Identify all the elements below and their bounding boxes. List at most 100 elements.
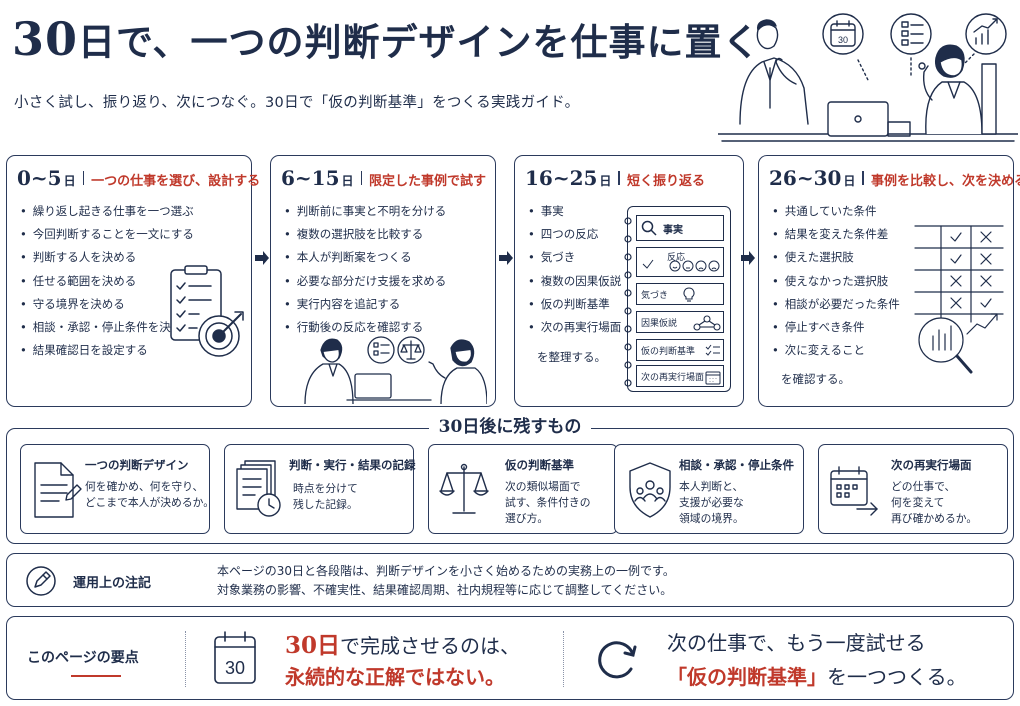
list-item: 繰り返し起きる仕事を一つ選ぶ — [20, 200, 194, 223]
summary-left-text: で完成させるのは、 — [340, 634, 521, 658]
svg-text:30: 30 — [838, 35, 848, 45]
arrow-right-icon — [741, 251, 755, 265]
calendar-icon: 30 — [822, 13, 864, 55]
list-item: 次に変えること — [772, 339, 900, 362]
keep-title-text: 30日後に残すもの — [428, 417, 592, 437]
keep-item-desc: 本人判断と、 支援が必要な 領域の境界。 — [679, 479, 744, 527]
keep-section-title: 30日後に残すもの — [0, 412, 1020, 437]
page-title: 30日で、一つの判断デザインを仕事に置く — [12, 12, 761, 66]
notebook-row: 事実 — [636, 215, 724, 241]
desc-line: どの仕事で、 — [891, 480, 956, 493]
list-item: 相談が必要だった条件 — [772, 293, 900, 316]
summary-right-line1: 次の仕事で、もう一度試せる — [667, 631, 926, 655]
summary-left-line1: 30日で完成させるのは、 — [285, 626, 520, 660]
summary-section: このページの要点 30 30日で完成させるのは、 永続的な正解ではない。 次の仕… — [6, 616, 1014, 700]
title-number: 30 — [12, 12, 79, 66]
desc-line: どこまで本人が決めるか。 — [85, 496, 215, 509]
summary-right-line2: 「仮の判断基準」を一つつくる。 — [667, 661, 967, 690]
list-item: 結果確認日を設定する — [20, 339, 194, 362]
list-item: 四つの反応 — [528, 223, 621, 246]
magnifier-icon — [641, 220, 657, 236]
checklist-icon — [890, 13, 932, 55]
phase-card-1: 0~5 日 一つの仕事を選び、設計する 繰り返し起きる仕事を一つ選ぶ 今回判断す… — [6, 155, 260, 407]
summary-right-text: を一つつくる。 — [827, 665, 967, 689]
keep-item-desc: 何を確かめ、何を守り、 どこまで本人が決めるか。 — [85, 479, 214, 511]
desc-line: 選び方。 — [505, 512, 549, 525]
clipboard-target-icon — [170, 265, 244, 357]
arrow-right-icon — [255, 251, 269, 265]
notebook-row: 因果仮説 — [636, 311, 724, 333]
phase-items: 事実 四つの反応 気づき 複数の因果仮説 仮の判断基準 次の再実行場面 — [528, 200, 622, 339]
scale-icon — [439, 463, 489, 514]
calendar-icon — [705, 371, 721, 385]
summary-label: このページの要点 — [27, 650, 139, 666]
list-item: 使えなかった選択肢 — [772, 270, 900, 293]
phase-card-4: 26~30 日 事例を比較し、次を決める 共通していた条件 結果を変えた条件差 … — [758, 155, 1020, 407]
desc-line: 何を確かめ、何を守り、 — [85, 480, 204, 493]
keep-item-criteria: 仮の判断基準 次の類似場面で 試す、条件付きの 選び方。 — [428, 444, 618, 534]
notebook-rings — [624, 217, 632, 387]
notebook-row: 気づき — [636, 283, 724, 305]
checklist-icon — [367, 336, 395, 364]
hero-illustration: 30 — [718, 13, 1018, 142]
summary-left-highlight: 30日 — [285, 632, 341, 659]
records-clock-icon — [236, 460, 281, 517]
list-item: 複数の選択肢を比較する — [284, 223, 446, 246]
phase-range: 26~30 — [769, 166, 842, 190]
network-icon — [693, 315, 721, 331]
keep-item-title: 仮の判断基準 — [505, 458, 574, 472]
desc-line: 残した記録。 — [293, 498, 358, 511]
keep-item-title: 一つの判断デザイン — [85, 458, 189, 472]
pencil-icon — [26, 566, 56, 596]
list-check-icon — [705, 344, 720, 356]
desc-line: 試す、条件付きの — [505, 496, 591, 509]
list-item: 判断前に事実と不明を分ける — [284, 200, 447, 223]
phase-card-2: 6~15 日 限定した事例で試す 判断前に事実と不明を分ける 複数の選択肢を比較… — [270, 155, 496, 407]
phase-title: 限定した事例で試す — [369, 174, 487, 189]
comparison-table-icon — [914, 225, 1004, 374]
woman-figure — [918, 44, 997, 135]
phase-items: 共通していた条件 結果を変えた条件差 使えた選択肢 使えなかった選択肢 相談が必… — [772, 200, 900, 362]
phase-range: 0~5 — [17, 166, 62, 190]
phase-suffix: を整理する。 — [537, 350, 606, 364]
svg-text:30: 30 — [225, 658, 245, 678]
phase-title: 短く振り返る — [626, 174, 705, 189]
keep-item-conditions: 相談・承認・停止条件 本人判断と、 支援が必要な 領域の境界。 — [614, 444, 804, 534]
keep-item-title: 判断・実行・結果の記録 — [289, 458, 416, 472]
phase-suffix: を確認する。 — [781, 372, 850, 386]
phase-title: 事例を比較し、次を決める — [870, 174, 1020, 189]
note-text: 本ページの30日と各段階は、判断デザインを小さく始めるための実務上の一例です。 … — [217, 562, 675, 600]
list-item: 気づき — [528, 246, 621, 269]
phase-unit: 日 — [843, 174, 856, 188]
desc-line: 領域の境界。 — [679, 512, 744, 525]
note-line: 対象業務の影響、不確実性、結果確認周期、社内規程等に応じて調整してください。 — [217, 583, 673, 597]
desc-line: 何を変えて — [891, 496, 945, 509]
phase-unit: 日 — [63, 174, 76, 188]
list-item: 本人が判断案をつくる — [284, 246, 446, 269]
page-subtitle: 小さく試し、振り返り、次につなぐ。30日で「仮の判断基準」をつくる実践ガイド。 — [14, 95, 580, 111]
phase-card-3: 16~25 日 短く振り返る 事実 四つの反応 気づき 複数の因果仮説 仮の判断… — [514, 155, 744, 407]
list-item: 今回判断することを一文にする — [20, 223, 194, 246]
phase-range: 16~25 — [525, 166, 598, 190]
document-icon — [34, 462, 82, 518]
phase-unit: 日 — [341, 174, 354, 188]
title-text: 日で、一つの判断デザインを仕事に置く — [78, 20, 761, 64]
summary-right-highlight: 「仮の判断基準」 — [667, 665, 827, 689]
notebook-label: 事実 — [663, 225, 683, 236]
list-item: 守る境界を決める — [20, 293, 194, 316]
desc-line: 時点を分けて — [293, 482, 358, 495]
meeting-illustration — [304, 336, 487, 404]
list-item: 停止すべき条件 — [772, 316, 900, 339]
notebook-label: 次の再実行場面 — [641, 373, 705, 383]
growth-chart-icon — [965, 13, 1007, 55]
scale-icon — [397, 336, 425, 364]
keep-item-title: 次の再実行場面 — [891, 458, 972, 472]
notebook-label: 反応 — [667, 253, 686, 263]
keep-item-records: 判断・実行・結果の記録 時点を分けて 残した記録。 — [224, 444, 416, 534]
keep-item-design: 一つの判断デザイン 何を確かめ、何を守り、 どこまで本人が決めるか。 — [20, 444, 214, 534]
list-item: 相談・承認・停止条件を決める — [20, 316, 194, 339]
shield-people-icon — [629, 462, 671, 518]
notebook-illustration: 事実 反応 気づき 因果仮説 仮の判断基準 次の再実行場面 — [624, 206, 731, 392]
note-line: 本ページの30日と各段階は、判断デザインを小さく始めるための実務上の一例です。 — [217, 564, 675, 578]
keep-item-desc: 次の類似場面で 試す、条件付きの 選び方。 — [505, 479, 591, 527]
